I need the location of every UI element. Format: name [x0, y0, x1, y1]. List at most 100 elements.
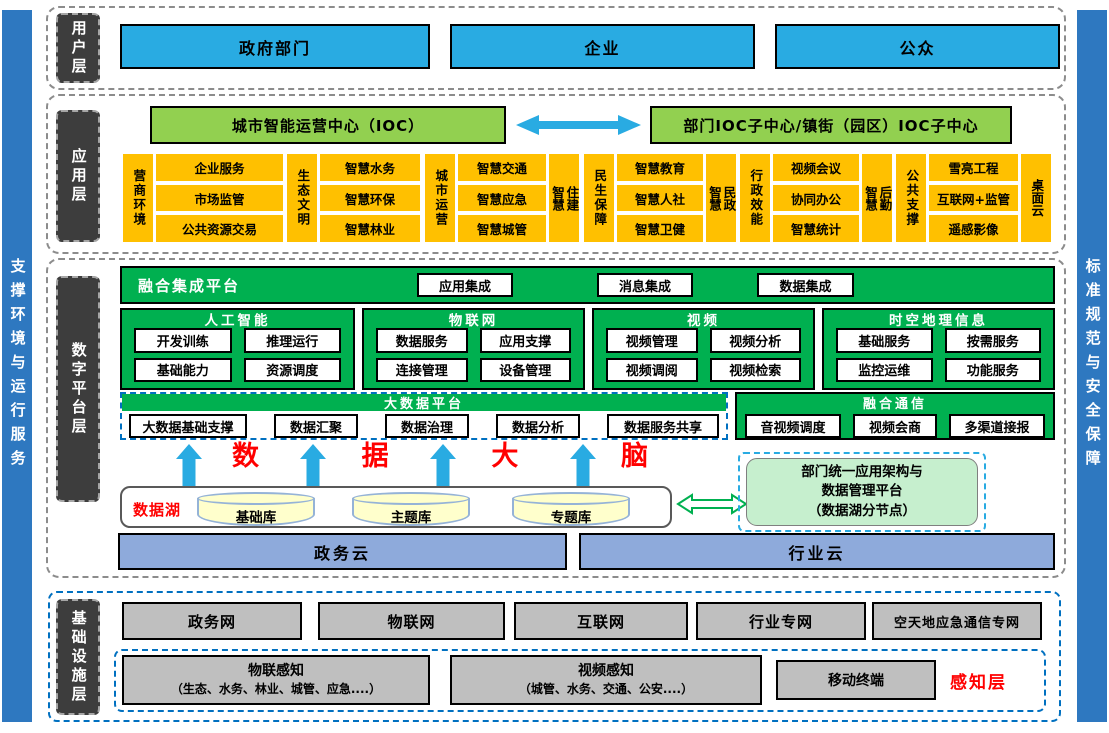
- capability-item: 推理运行: [243, 328, 341, 353]
- left-support-bar: 支撑环境与运行服务: [2, 10, 32, 722]
- capability-item: 连接管理: [376, 357, 468, 382]
- capability-item: 视频检索: [709, 357, 801, 382]
- bigdata-platform: 大数据平台 大数据基础支撑 数据汇聚 数据治理 数据分析 数据服务共享: [120, 392, 728, 440]
- capability-item: 视频分析: [709, 328, 801, 353]
- perception-title: 视频感知: [578, 663, 634, 680]
- up-arrow-icon: [300, 444, 326, 486]
- perception-detail: （生态、水务、林业、城管、应急....）: [170, 682, 382, 697]
- capability-title: 视频: [687, 313, 720, 329]
- app-group-admin-label: 行政效能: [740, 154, 770, 242]
- app-group-admin-items: 视频会议 协同办公 智慧统计: [773, 154, 859, 243]
- cylinder-label: 主题库: [390, 510, 432, 526]
- capability-item: 开发训练: [134, 328, 232, 353]
- app-side-desktop-cloud: 桌面云: [1021, 154, 1051, 242]
- left-support-bar-label: 支撑环境与运行服务: [8, 258, 27, 474]
- capability-item: 基础服务: [836, 328, 933, 353]
- integration-platform-title: 融合集成平台: [138, 276, 241, 295]
- capability-item: 按需服务: [944, 328, 1041, 353]
- bigdata-item: 数据治理: [385, 414, 469, 438]
- group-label-text: 行政效能: [748, 169, 764, 227]
- app-item: 智慧城管: [458, 215, 546, 243]
- data-lake-label: 数据湖: [133, 501, 182, 519]
- perception-title: 物联感知: [248, 663, 304, 680]
- app-item: 智慧人社: [617, 184, 703, 212]
- app-layer-label-text: 应用层: [69, 147, 88, 205]
- video-perception-box: 视频感知 （城管、水务、交通、公安....）: [450, 655, 762, 705]
- communication-item: 音视频调度: [745, 414, 841, 438]
- up-arrow-icon: [176, 444, 202, 486]
- capability-item: 资源调度: [243, 357, 341, 382]
- app-side-civil: 智慧 民政: [706, 154, 736, 242]
- app-layer-outline: [46, 94, 1066, 254]
- ioc-double-arrow-icon: [516, 115, 641, 135]
- bigdata-item: 数据分析: [496, 414, 580, 438]
- app-item: 智慧教育: [617, 154, 703, 181]
- app-group-cityops-label: 城市运营: [425, 154, 455, 242]
- app-group-publicsupport-items: 雪亮工程 互联网+监管 遥感影像: [929, 154, 1018, 243]
- capability-item: 设备管理: [479, 357, 571, 382]
- side-label-text: 桌面云: [1029, 179, 1045, 217]
- app-side-logistics: 智慧 后勤: [862, 154, 892, 242]
- app-item: 视频会议: [773, 154, 859, 181]
- enterprise-box: 企业: [450, 24, 755, 69]
- app-item: 雪亮工程: [929, 154, 1018, 181]
- dept-platform-outline: [738, 452, 986, 532]
- capability-iot: 物联网 数据服务 应用支撑 连接管理 设备管理: [362, 308, 585, 390]
- capability-item: 视频调阅: [606, 357, 698, 382]
- integration-platform: 融合集成平台 应用集成 消息集成 数据集成: [120, 266, 1055, 304]
- app-item: 智慧环保: [320, 184, 420, 212]
- platform-layer-outline: [46, 258, 1066, 578]
- integration-item: 消息集成: [597, 273, 693, 297]
- capability-title: 人工智能: [204, 313, 271, 329]
- bigdata-item: 大数据基础支撑: [129, 414, 247, 438]
- app-group-publicsupport-label: 公共支撑: [896, 154, 926, 242]
- capability-item: 数据服务: [376, 328, 468, 353]
- app-item: 智慧卫健: [617, 215, 703, 243]
- user-layer-label-text: 用户层: [69, 19, 88, 77]
- government-box: 政府部门: [120, 24, 430, 69]
- group-label-text: 生态文明: [295, 169, 311, 227]
- network-box: 互联网: [514, 602, 688, 640]
- capability-item: 视频管理: [606, 328, 698, 353]
- up-arrow-icon: [570, 444, 596, 486]
- platform-layer-label: 数字平台层: [56, 276, 100, 502]
- app-item: 智慧水务: [320, 154, 420, 181]
- capability-title: 物联网: [448, 313, 499, 329]
- app-item: 遥感影像: [929, 215, 1018, 243]
- perception-outline: [114, 649, 1046, 712]
- capability-item: 功能服务: [944, 357, 1041, 382]
- capability-item: 基础能力: [134, 357, 232, 382]
- capability-title: 时空地理信息: [889, 313, 988, 329]
- app-group-ecology-label: 生态文明: [287, 154, 317, 242]
- mobile-terminal-box: 移动终端: [776, 660, 936, 700]
- platform-layer-label-text: 数字平台层: [69, 341, 88, 437]
- data-brain-char: 大: [491, 441, 519, 472]
- group-label-text: 民生保障: [592, 169, 608, 227]
- app-item: 协同办公: [773, 184, 859, 212]
- cylinder-label: 基础库: [235, 510, 277, 526]
- up-arrow-icon: [430, 444, 456, 486]
- special-db-cylinder: 专题库: [512, 492, 630, 526]
- app-group-business-label: 营商环境: [123, 154, 153, 242]
- group-label-text: 营商环境: [131, 169, 147, 227]
- side-label-text: 智慧 民政: [707, 185, 737, 211]
- right-standards-bar: 标准规范与安全保障: [1077, 10, 1107, 722]
- data-brain-label: 数 据 大 脑: [232, 443, 648, 470]
- infra-layer-label-text: 基础设施层: [69, 609, 88, 705]
- unified-communication-title: 融合通信: [862, 397, 927, 412]
- unified-communication: 融合通信 音视频调度 视频会商 多渠道接报: [735, 392, 1055, 440]
- app-group-cityops-items: 智慧交通 智慧应急 智慧城管: [458, 154, 546, 243]
- capability-grid: 基础服务 按需服务 监控运维 功能服务: [824, 328, 1053, 388]
- bigdata-items: 大数据基础支撑 数据汇聚 数据治理 数据分析 数据服务共享: [122, 411, 726, 441]
- app-item: 智慧交通: [458, 154, 546, 181]
- data-brain-char: 脑: [620, 441, 648, 472]
- app-item: 智慧林业: [320, 215, 420, 243]
- app-item: 公共资源交易: [156, 215, 283, 243]
- ioc-center-box: 城市智能运营中心（IOC）: [150, 106, 506, 144]
- industry-cloud-box: 行业云: [579, 533, 1055, 570]
- user-layer-outline: [46, 6, 1066, 90]
- communication-item: 视频会商: [853, 414, 937, 438]
- capability-grid: 数据服务 应用支撑 连接管理 设备管理: [364, 328, 583, 388]
- app-item: 智慧应急: [458, 184, 546, 212]
